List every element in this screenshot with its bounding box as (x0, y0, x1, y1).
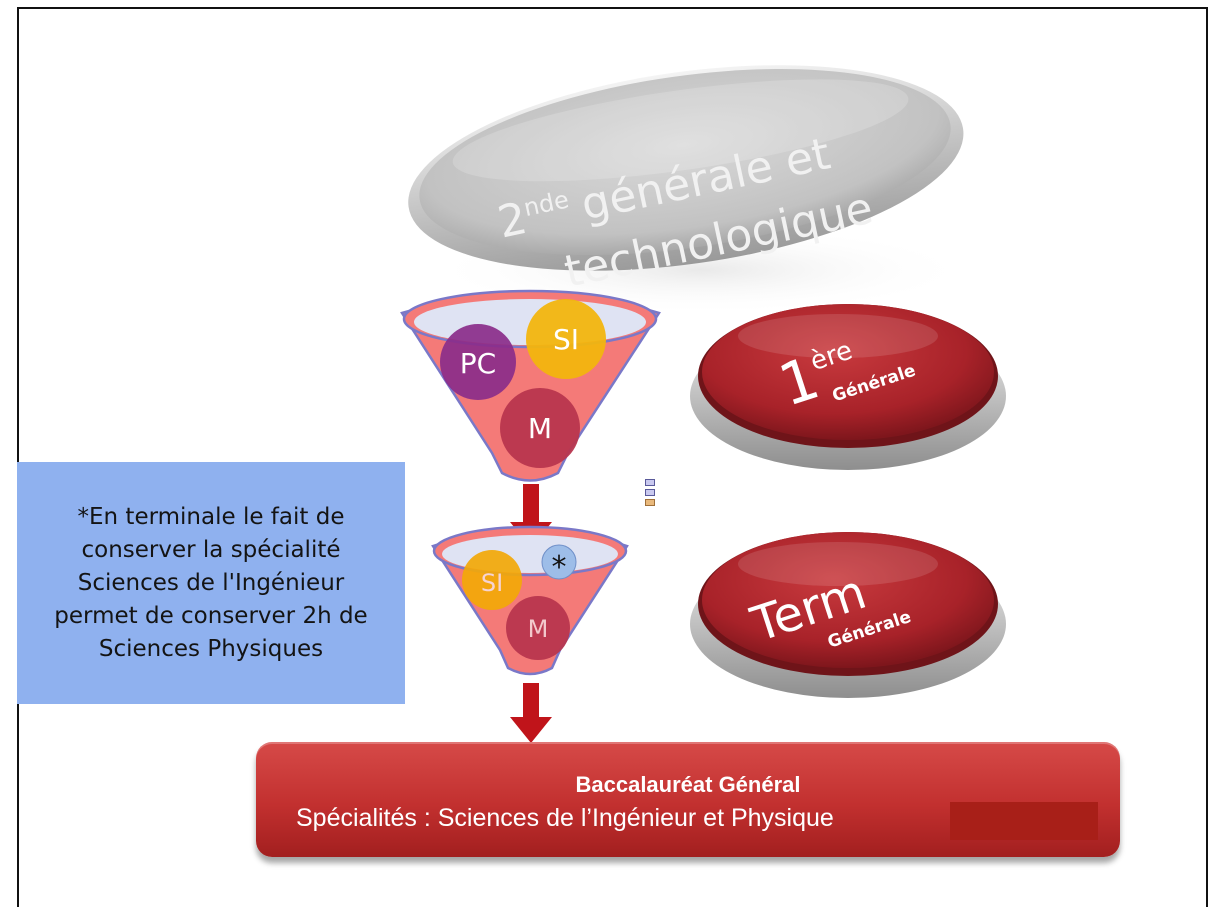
bubble-star (541, 544, 577, 580)
bac-box: Baccalauréat Général Spécialités : Scien… (256, 742, 1120, 857)
bubble-pc-label: PC (460, 347, 496, 380)
bubble-si-top-label: SI (553, 323, 579, 356)
funnel-top: PC SI M (400, 289, 661, 482)
bubble-m-bottom (506, 596, 570, 660)
note-line: Sciences de l'Ingénieur (77, 569, 345, 596)
note-line: *En terminale le fait de (77, 503, 345, 530)
bubble-m-bottom-label: M (528, 615, 549, 643)
bac-subtitle: Spécialités : Sciences de l’Ingénieur et… (296, 804, 834, 832)
redaction-block (950, 802, 1098, 840)
funnel-bottom: SI * M (431, 525, 629, 676)
tiny-icon-3 (645, 499, 655, 506)
bubble-si-top (526, 299, 606, 379)
tiny-icon-1 (645, 479, 655, 486)
slide-frame (17, 7, 1208, 907)
bubble-si-bottom (462, 550, 522, 610)
terminale-button: Term Générale (690, 532, 1006, 698)
bubble-m-top-label: M (528, 412, 552, 445)
note-text: *En terminale le fait de conserver la sp… (54, 501, 367, 666)
note-box: *En terminale le fait de conserver la sp… (17, 462, 405, 704)
bubble-star-label: * (552, 550, 567, 585)
note-line: Sciences Physiques (98, 635, 324, 662)
note-line: permet de conserver 2h de (54, 602, 368, 629)
tiny-icon-2 (645, 489, 655, 496)
bubble-pc (440, 324, 516, 400)
premiere-button: 1 ère Générale (690, 304, 1006, 470)
arrow-down-2-icon (510, 683, 552, 743)
bubble-m-top (500, 388, 580, 468)
bubble-si-bottom-label: SI (481, 569, 503, 597)
bac-title: Baccalauréat Général (575, 772, 801, 797)
note-line: conserver la spécialité (81, 536, 341, 563)
